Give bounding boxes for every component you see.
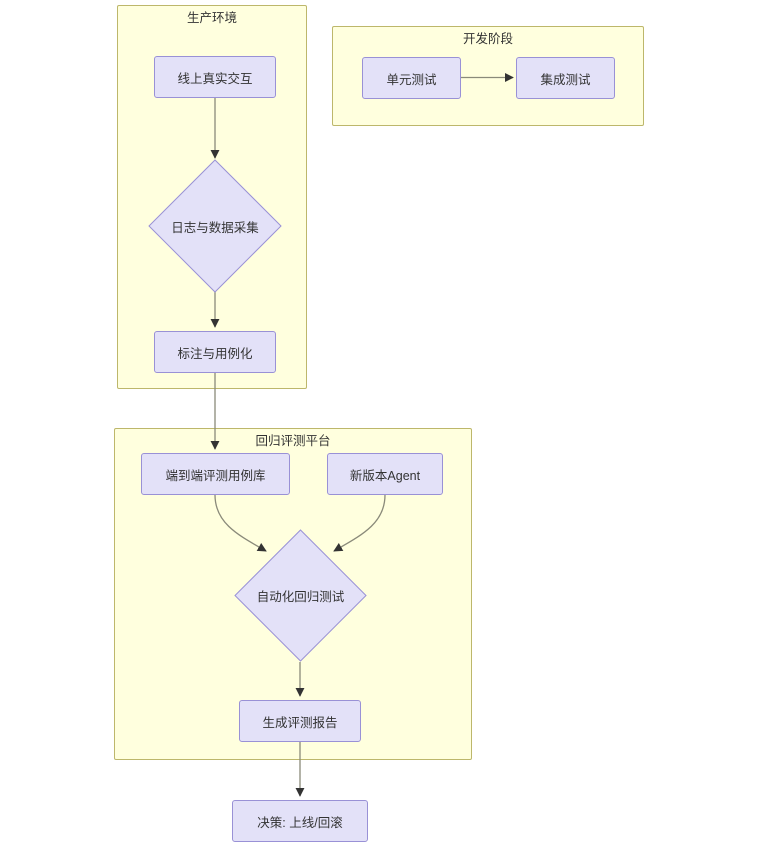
node-label: 日志与数据采集 xyxy=(171,220,259,235)
node-e2e-test-case-library[interactable]: 端到端评测用例库 xyxy=(141,453,290,495)
node-label: 端到端评测用例库 xyxy=(165,468,266,483)
node-automated-regression-test[interactable]: 自动化回归测试 xyxy=(234,529,367,662)
node-label: 单元测试 xyxy=(386,72,437,87)
cluster-regression-platform-label: 回归评测平台 xyxy=(255,434,331,448)
diamond-shape xyxy=(148,159,282,293)
node-integration-test[interactable]: 集成测试 xyxy=(516,57,615,99)
cluster-development-label: 开发阶段 xyxy=(462,32,513,46)
node-unit-test[interactable]: 单元测试 xyxy=(362,57,461,99)
diamond-shape xyxy=(234,529,367,662)
node-annotation-and-casing[interactable]: 标注与用例化 xyxy=(154,331,276,373)
node-log-and-data-collection[interactable]: 日志与数据采集 xyxy=(148,159,282,293)
node-new-version-agent[interactable]: 新版本Agent xyxy=(327,453,443,495)
node-online-real-interaction[interactable]: 线上真实交互 xyxy=(154,56,276,98)
node-label: 生成评测报告 xyxy=(262,715,338,730)
node-decision-launch-or-rollback[interactable]: 决策: 上线/回滚 xyxy=(232,800,368,842)
node-generate-evaluation-report[interactable]: 生成评测报告 xyxy=(239,700,361,742)
node-label: 集成测试 xyxy=(540,72,591,87)
node-label: 标注与用例化 xyxy=(177,346,253,361)
node-label: 决策: 上线/回滚 xyxy=(257,815,343,830)
node-label: 自动化回归测试 xyxy=(256,590,345,604)
node-label: 新版本Agent xyxy=(349,468,421,483)
node-label: 线上真实交互 xyxy=(177,71,253,86)
cluster-production-label: 生产环境 xyxy=(186,11,237,25)
